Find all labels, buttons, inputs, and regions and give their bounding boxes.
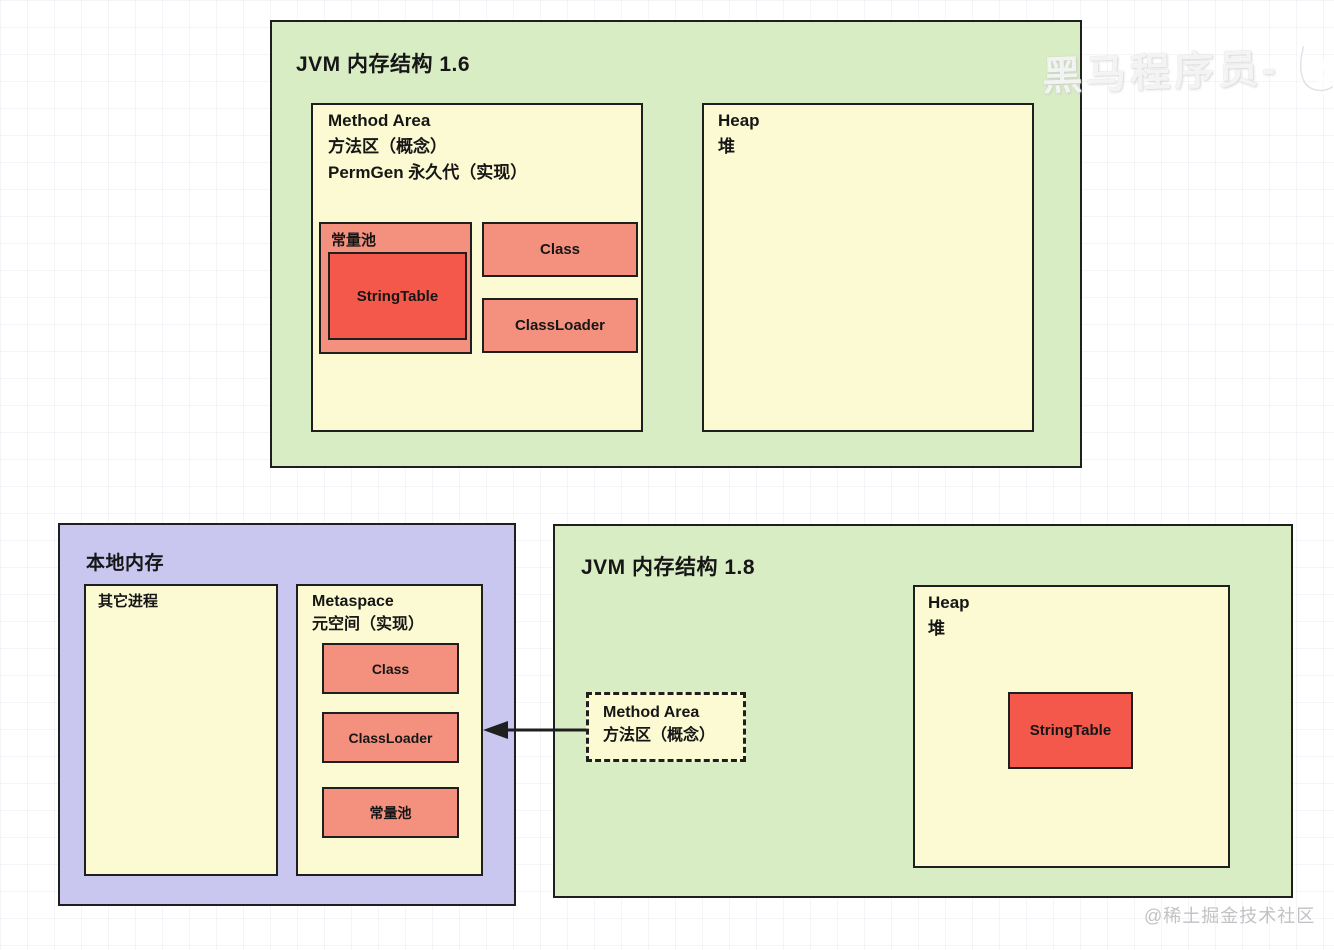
jvm16-heap-box [702,103,1034,432]
community-watermark: @稀土掘金技术社区 [1144,906,1316,926]
jvm18-heap-title: Heap 堆 [928,590,970,642]
metaspace-class-box: Class [322,643,459,694]
other-process-box [84,584,278,876]
jvm18-heap-line2: 堆 [928,619,945,638]
jvm18-title: JVM 内存结构 1.8 [581,556,756,579]
jvm18-method-area-title: Method Area 方法区（概念） [589,695,743,747]
native-memory-title: 本地内存 [86,553,165,574]
jvm18-stringtable-box: StringTable [1008,692,1133,769]
other-process-label: 其它进程 [98,593,159,610]
jvm16-heap-line1: Heap [718,111,760,130]
jvm16-stringtable-box: StringTable [328,252,467,340]
jvm18-method-area-box: Method Area 方法区（概念） [586,692,746,762]
brand-watermark-text: 黑马程序员- [1041,46,1281,100]
brand-watermark: 黑马程序员- [1041,40,1334,99]
jvm16-method-area-line1: Method Area [328,111,431,130]
jvm16-constant-pool-label: 常量池 [331,232,377,249]
metaspace-line1: Metaspace [312,593,394,610]
jvm18-method-area-line1: Method Area [603,704,700,721]
metaspace-title: Metaspace 元空间（实现） [312,590,424,636]
jvm16-title: JVM 内存结构 1.6 [296,53,471,76]
jvm16-method-area-line2: 方法区（概念） [328,137,447,156]
jvm16-classloader-box: ClassLoader [482,298,638,353]
jvm16-method-area-line3: PermGen 永久代（实现） [328,163,528,182]
jvm16-class-box: Class [482,222,638,277]
jvm16-heap-title: Heap 堆 [718,108,760,160]
metaspace-constant-pool-box: 常量池 [322,787,459,838]
brand-logo-icon [1297,43,1334,94]
metaspace-classloader-box: ClassLoader [322,712,459,763]
metaspace-line2: 元空间（实现） [312,616,425,633]
jvm18-method-area-line2: 方法区（概念） [603,727,716,744]
jvm16-method-area-title: Method Area 方法区（概念） PermGen 永久代（实现） [328,108,527,186]
jvm16-heap-line2: 堆 [718,137,735,156]
jvm18-heap-line1: Heap [928,593,970,612]
method-area-to-metaspace-arrow [483,721,586,739]
